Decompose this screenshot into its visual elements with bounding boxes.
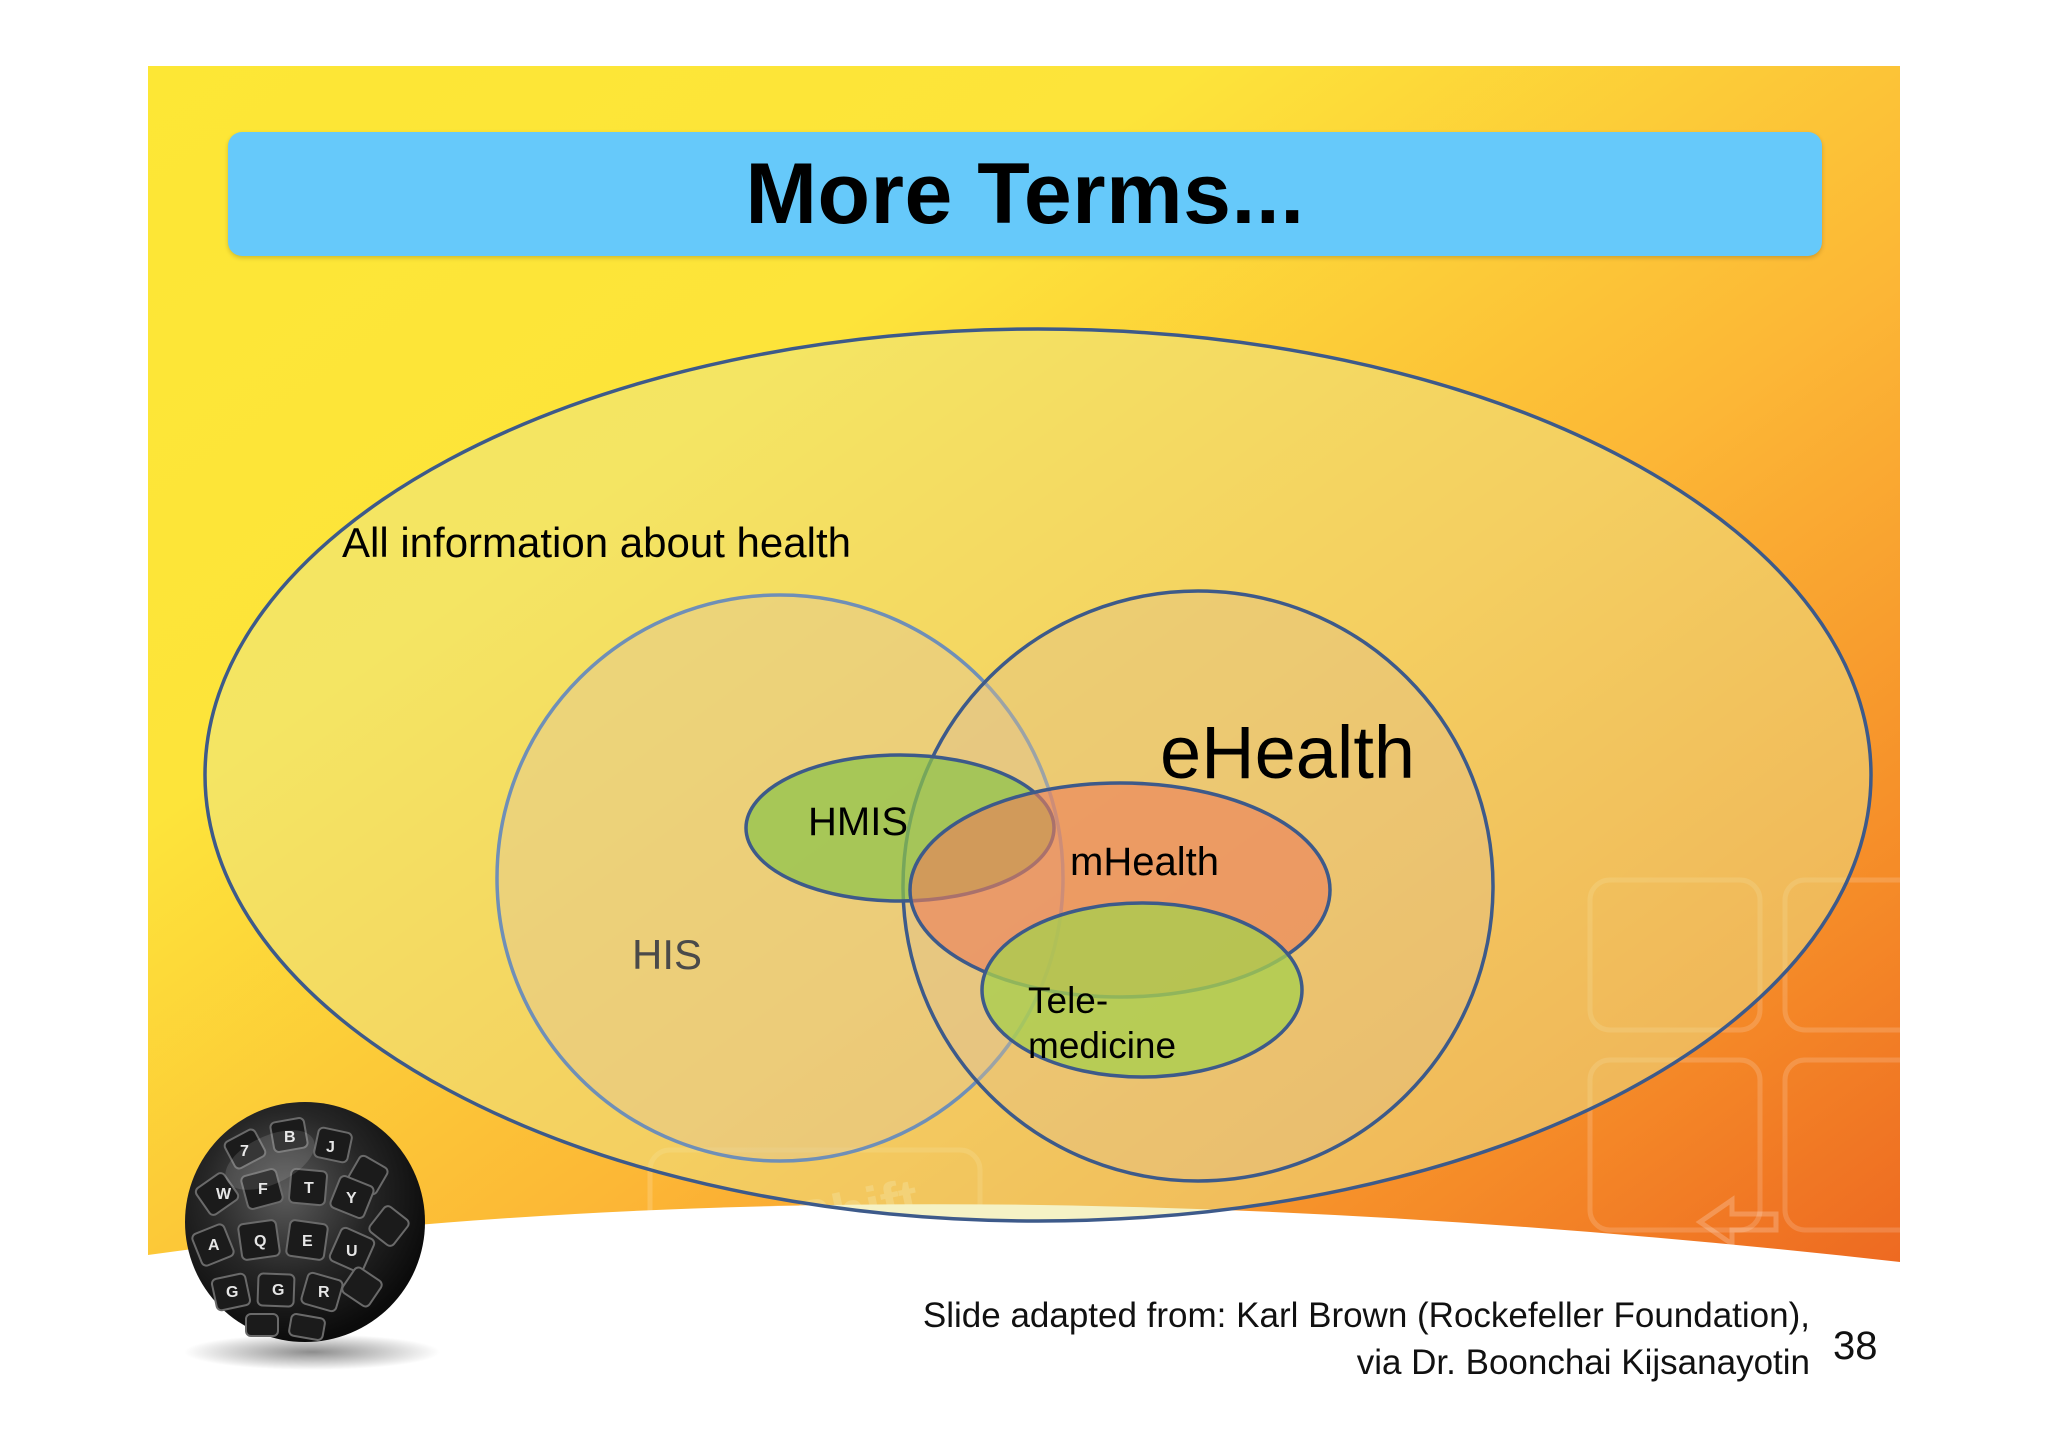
credit-line-1: Slide adapted from: Karl Brown (Rockefel… [922, 1296, 1810, 1335]
keyboard-globe-icon: 7 B J W F T Y A Q E U G G R [184, 1102, 440, 1370]
all-health-information-label: All information about health [342, 519, 851, 566]
credit-line-2: via Dr. Boonchai Kijsanayotin [1356, 1343, 1810, 1382]
bottom-swoosh [148, 1204, 1900, 1448]
telemedicine-label: Tele- medicine [1028, 980, 1177, 1066]
ehealth-label: eHealth [1160, 711, 1416, 794]
svg-text:7: 7 [240, 1143, 249, 1160]
telemedicine-ellipse [980, 901, 1304, 1079]
his-label: HIS [632, 931, 703, 978]
svg-text:Q: Q [254, 1233, 266, 1250]
svg-text:B: B [284, 1129, 296, 1146]
svg-text:R: R [318, 1284, 330, 1301]
svg-text:U: U [346, 1243, 358, 1260]
mhealth-label: mHealth [1070, 840, 1219, 884]
slide-credit: Slide adapted from: Karl Brown (Rockefel… [923, 1292, 1810, 1386]
svg-text:E: E [302, 1233, 313, 1250]
title-bar: More Terms... [228, 132, 1822, 256]
svg-text:W: W [216, 1186, 232, 1203]
hmis-label: HMIS [808, 800, 908, 844]
svg-text:T: T [304, 1180, 314, 1197]
background-left-arrow [1695, 1195, 1779, 1249]
all-health-information-ellipse [203, 327, 1873, 1223]
svg-text:G: G [272, 1282, 284, 1299]
svg-text:J: J [326, 1139, 335, 1156]
svg-text:Y: Y [346, 1190, 357, 1207]
slide-title: More Terms... [745, 145, 1305, 242]
svg-text:F: F [258, 1181, 268, 1198]
svg-text:G: G [226, 1284, 238, 1301]
svg-text:A: A [208, 1237, 220, 1254]
page-number: 38 [1833, 1324, 1878, 1368]
